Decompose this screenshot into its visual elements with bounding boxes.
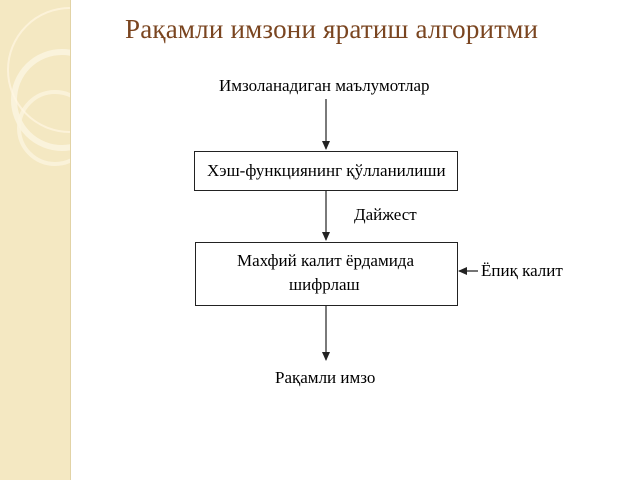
slide-title: Рақамли имзони яратиш алгоритми [125, 14, 539, 44]
input-data-label: Имзоланадиган маълумотлар [219, 76, 430, 95]
digest-label: Дайжест [354, 205, 417, 224]
hash-function-label: Хэш-функциянинг қўлланилиши [207, 161, 446, 180]
decorative-rings [7, 7, 70, 166]
encrypt-with-private-key-box: Махфий калит ёрдамида шифрлаш [195, 242, 458, 306]
encrypt-label-line1: Махфий калит ёрдамида [237, 251, 414, 270]
encrypt-label-line2: шифрлаш [289, 275, 360, 294]
hash-function-box: Хэш-функциянинг қўлланилиши [194, 151, 458, 191]
private-key-label: Ёпиқ калит [481, 261, 563, 280]
decorative-sidebar [0, 0, 71, 480]
digital-signature-label: Рақамли имзо [275, 368, 376, 387]
